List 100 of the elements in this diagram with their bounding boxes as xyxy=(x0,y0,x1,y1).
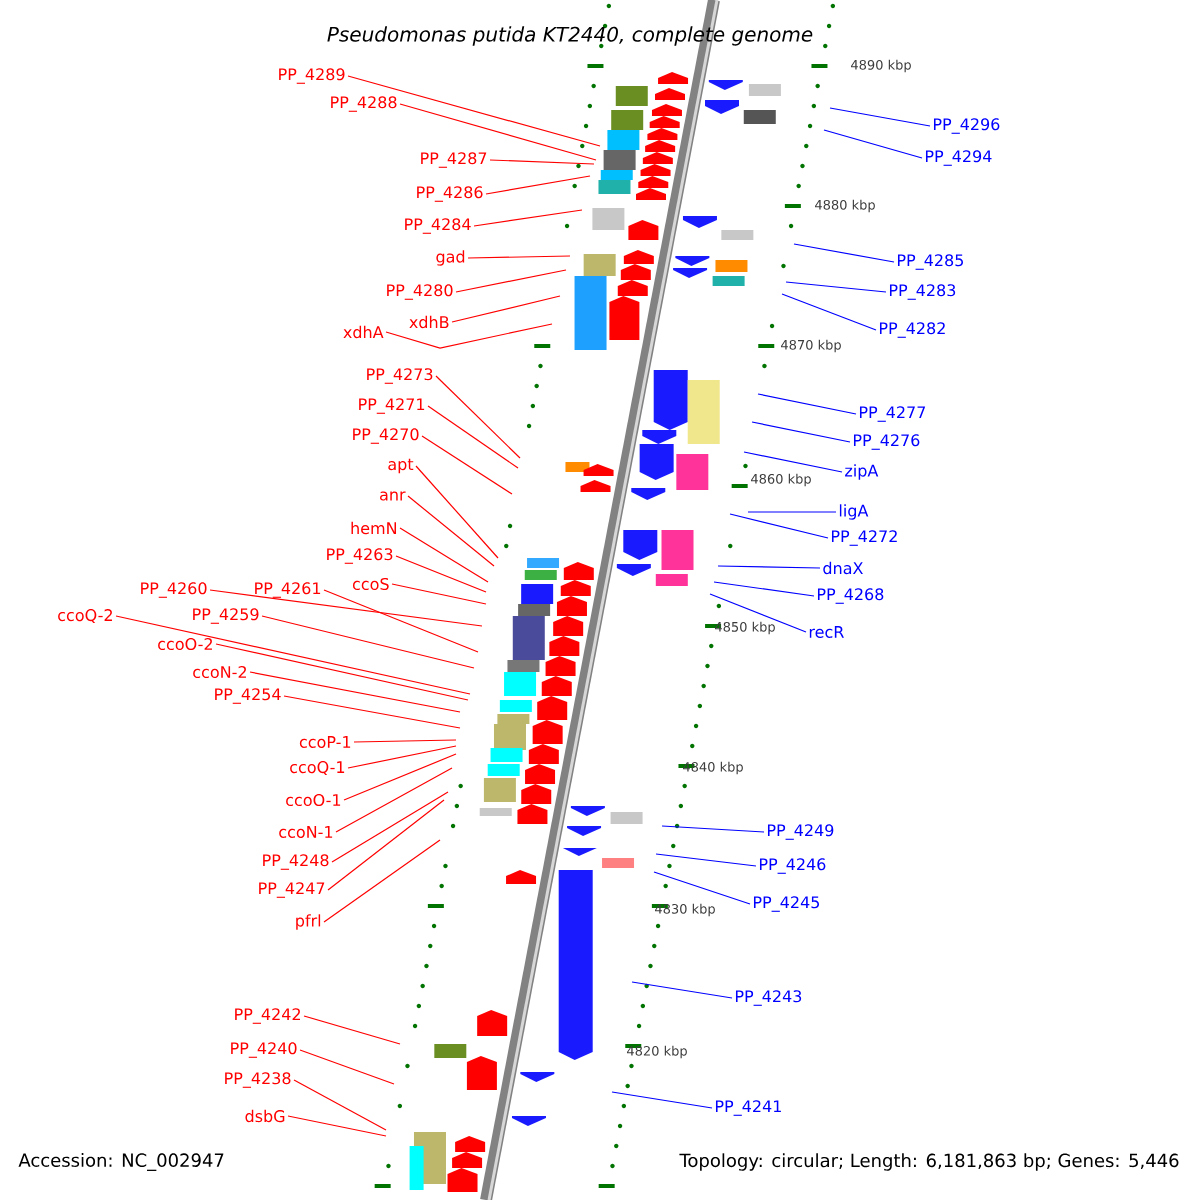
gene-label: ccoS xyxy=(352,577,389,591)
leader-line xyxy=(303,1015,401,1045)
gene-label: PP_4243 xyxy=(736,990,802,1006)
gene-label: hemN xyxy=(351,521,396,535)
gene-label: PP_4260 xyxy=(141,582,207,598)
leader-line xyxy=(611,1091,713,1109)
gene-label: PP_4282 xyxy=(880,322,945,338)
gene-label: ccoO-1 xyxy=(286,793,341,807)
leader-line xyxy=(399,527,489,583)
gene-label: ligA xyxy=(839,504,869,520)
gene-label: ccoN-1 xyxy=(279,826,333,838)
gene-label: ccoQ-2 xyxy=(58,609,112,623)
gene-label: ccoP-1 xyxy=(299,736,351,748)
gene-label: PP_4285 xyxy=(898,254,963,270)
leader-line xyxy=(399,103,597,161)
leader-line xyxy=(261,615,475,669)
gene-label: PP_4277 xyxy=(860,406,926,422)
leader-line xyxy=(343,753,457,801)
leader-line xyxy=(287,1115,387,1137)
leader-line xyxy=(283,695,461,729)
leader-line xyxy=(115,615,471,695)
gene-label: PP_4289 xyxy=(279,68,345,84)
gene-label: PP_4276 xyxy=(854,434,920,450)
gene-label: PP_4261 xyxy=(255,582,321,598)
gene-label: PP_4245 xyxy=(754,896,819,912)
gene-label: PP_4280 xyxy=(387,284,453,300)
leader-line xyxy=(743,451,843,473)
gene-label: PP_4283 xyxy=(890,284,956,300)
leader-line xyxy=(415,465,499,559)
leader-line xyxy=(391,583,487,605)
leader-line xyxy=(785,281,887,293)
leader-line xyxy=(717,565,821,569)
gene-label: dsbG xyxy=(245,1109,285,1123)
gene-label: pfrl xyxy=(296,914,321,930)
gene-label: ccoQ-1 xyxy=(290,761,345,775)
title: Pseudomonas putida KT2440, complete genome xyxy=(327,26,813,46)
leader-line xyxy=(323,839,441,923)
genome-info-text: Topology: circular; Length: 6,181,863 bp; Genes: 5,446 xyxy=(679,1153,1179,1171)
gene-label: ccoN-2 xyxy=(193,665,246,679)
leader-line xyxy=(427,405,519,469)
leader-line xyxy=(653,871,751,905)
leader-line xyxy=(455,269,567,293)
gene-label: PP_4288 xyxy=(331,96,397,112)
gene-label: PP_4249 xyxy=(768,824,834,840)
leader-line xyxy=(335,767,453,833)
leader-line xyxy=(347,745,457,769)
leader-line xyxy=(751,421,851,443)
leader-line xyxy=(781,293,877,331)
gene-label: PP_4284 xyxy=(405,218,471,234)
gene-label: PP_4242 xyxy=(235,1008,300,1024)
gene-label: PP_4296 xyxy=(934,118,1000,134)
gene-label: PP_4268 xyxy=(818,588,884,604)
leader-line xyxy=(709,593,807,633)
gene-label: PP_4248 xyxy=(263,854,329,870)
gene-label: PP_4286 xyxy=(417,186,483,202)
leader-line xyxy=(489,159,595,165)
gene-label: gad xyxy=(436,250,465,266)
leader-line xyxy=(655,853,757,867)
gene-label: PP_4272 xyxy=(832,530,897,546)
leader-line xyxy=(713,581,815,597)
gene-label: PP_4294 xyxy=(926,150,992,166)
leader-line xyxy=(829,107,931,127)
gene-label: PP_4240 xyxy=(231,1042,297,1058)
gene-label: PP_4270 xyxy=(353,428,419,444)
gene-label: PP_4247 xyxy=(259,882,325,898)
leader-line xyxy=(793,243,895,263)
leader-line xyxy=(347,75,601,147)
gene-label: PP_4254 xyxy=(215,688,281,704)
leader-line xyxy=(395,555,487,593)
gene-label: recR xyxy=(809,626,844,638)
leader-line xyxy=(823,129,923,159)
gene-label: PP_4273 xyxy=(367,368,433,384)
leader-line xyxy=(757,393,857,415)
leader-line xyxy=(249,671,461,713)
gene-label: PP_4287 xyxy=(421,152,487,168)
gene-label: PP_4263 xyxy=(327,548,393,564)
gene-label: xdhB xyxy=(409,315,449,329)
leader-line xyxy=(485,175,591,195)
gene-label: PP_4246 xyxy=(760,858,826,874)
leader-line xyxy=(331,791,449,863)
gene-label: zipA xyxy=(845,464,879,480)
leader-line xyxy=(631,981,733,999)
leader-line xyxy=(299,1049,395,1085)
leader-line xyxy=(435,375,521,459)
gene-label: PP_4259 xyxy=(193,608,259,624)
gene-label: xdhA xyxy=(343,325,384,339)
leader-line xyxy=(661,825,765,833)
leader-line xyxy=(729,513,829,539)
gene-label: PP_4241 xyxy=(716,1100,781,1116)
gene-label: PP_4238 xyxy=(225,1072,291,1088)
gene-label: ccoO-2 xyxy=(158,637,212,651)
leader-line xyxy=(747,511,837,513)
leader-line xyxy=(385,323,553,349)
accession-text: Accession: NC_002947 xyxy=(18,1153,224,1171)
gene-label: anr xyxy=(380,491,406,501)
leader-line xyxy=(353,739,457,743)
leader-line xyxy=(323,589,479,653)
leader-line xyxy=(467,255,571,259)
leader-line xyxy=(327,799,445,891)
gene-label: apt xyxy=(388,458,414,474)
